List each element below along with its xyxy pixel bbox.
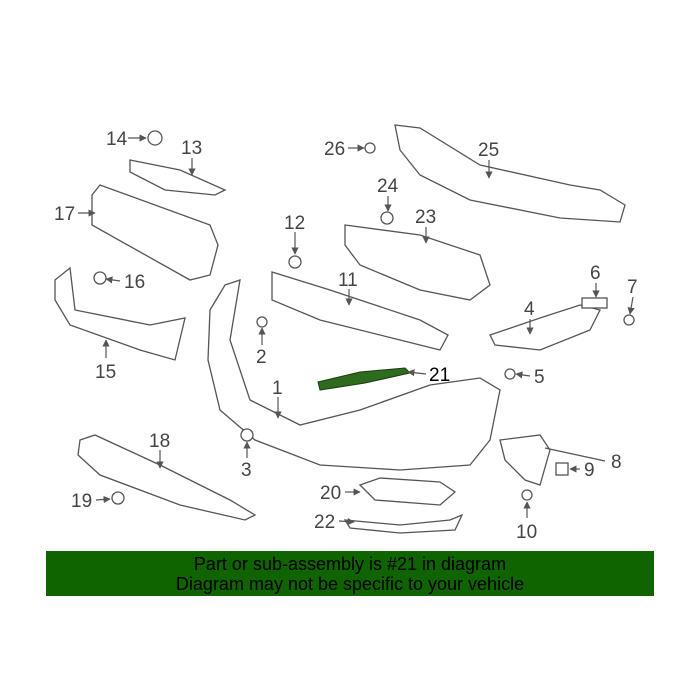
part-3-clip[interactable] bbox=[240, 428, 254, 442]
callout-7: 7 bbox=[627, 277, 638, 298]
part-7-screw[interactable] bbox=[623, 314, 635, 326]
part-14-clip[interactable] bbox=[147, 130, 163, 146]
part-4-side-bracket[interactable] bbox=[489, 304, 601, 351]
part-12-clip[interactable] bbox=[288, 255, 302, 269]
callout-14: 14 bbox=[106, 129, 128, 150]
callout-20: 20 bbox=[320, 483, 341, 504]
callout-10: 10 bbox=[516, 522, 537, 543]
part-22-strip[interactable] bbox=[343, 513, 464, 534]
part-18-under-cover[interactable] bbox=[77, 434, 257, 521]
part-26-bolt[interactable] bbox=[364, 142, 376, 154]
callout-3: 3 bbox=[241, 460, 252, 481]
part-20-fog-trim[interactable] bbox=[358, 477, 457, 506]
callout-2: 2 bbox=[256, 347, 267, 368]
callout-9: 9 bbox=[584, 460, 595, 481]
callout-13: 13 bbox=[181, 138, 202, 159]
callout-17: 17 bbox=[54, 204, 75, 225]
callout-21: 21 bbox=[429, 365, 450, 386]
callout-16: 16 bbox=[124, 272, 145, 293]
part-1-bumper-face[interactable] bbox=[207, 279, 501, 471]
banner-line-2: Diagram may not be specific to your vehi… bbox=[175, 574, 525, 594]
part-24-clip[interactable] bbox=[380, 211, 394, 225]
part-23-lower-grille[interactable] bbox=[344, 224, 491, 301]
part-9-nut[interactable] bbox=[555, 462, 569, 476]
part-8-bracket[interactable] bbox=[499, 434, 551, 486]
callout-6: 6 bbox=[590, 263, 601, 284]
callout-12: 12 bbox=[284, 213, 305, 234]
callout-19: 19 bbox=[71, 491, 92, 512]
callout-25: 25 bbox=[478, 140, 499, 161]
callout-4: 4 bbox=[524, 299, 535, 320]
part-25-bumper-beam[interactable] bbox=[394, 124, 626, 223]
part-16-clip[interactable] bbox=[93, 271, 107, 285]
info-banner: Part or sub-assembly is #21 in diagram D… bbox=[46, 551, 654, 596]
callout-23: 23 bbox=[415, 207, 436, 228]
part-6-clip[interactable] bbox=[581, 297, 608, 309]
callout-5: 5 bbox=[534, 367, 545, 388]
callout-15: 15 bbox=[95, 362, 116, 383]
part-5-bolt[interactable] bbox=[504, 368, 516, 380]
part-10-bolt[interactable] bbox=[521, 489, 533, 501]
callout-24: 24 bbox=[377, 176, 399, 197]
part-19-clip[interactable] bbox=[111, 491, 125, 505]
callout-26: 26 bbox=[324, 139, 345, 160]
callout-22: 22 bbox=[314, 512, 335, 533]
part-15-stay[interactable] bbox=[54, 266, 186, 361]
callout-11: 11 bbox=[338, 270, 358, 291]
callout-18: 18 bbox=[149, 431, 170, 452]
part-2-screw[interactable] bbox=[256, 316, 268, 328]
callout-1: 1 bbox=[272, 378, 283, 399]
callout-8: 8 bbox=[611, 452, 622, 473]
part-17-bracket[interactable] bbox=[91, 184, 219, 281]
banner-line-1: Part or sub-assembly is #21 in diagram bbox=[193, 554, 507, 574]
part-21-lower-molding[interactable] bbox=[317, 367, 411, 391]
part-13-cover[interactable] bbox=[129, 159, 227, 196]
part-11-grille-molding[interactable] bbox=[271, 271, 449, 351]
